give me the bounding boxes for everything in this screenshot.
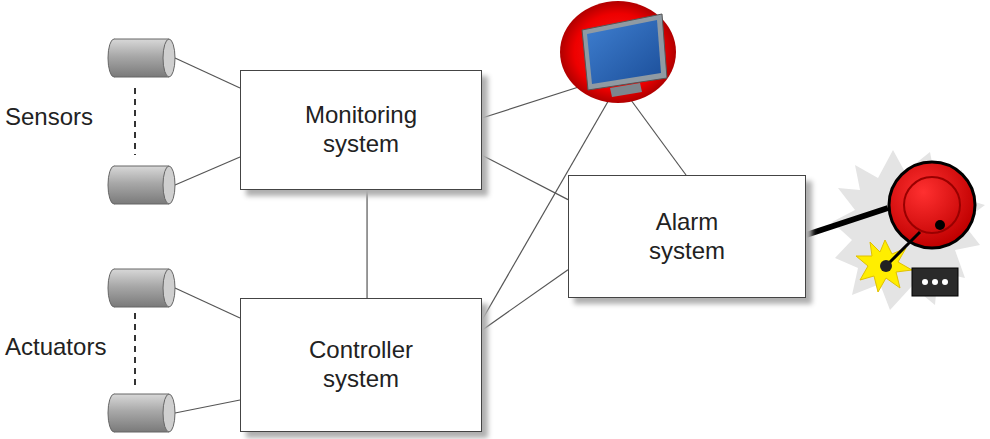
bell-dome xyxy=(889,162,975,248)
connector-line xyxy=(482,155,568,199)
monitor-frame xyxy=(582,14,667,90)
actuator-wire xyxy=(175,400,240,413)
striker-rod xyxy=(886,232,920,266)
sensor-cylinder xyxy=(108,166,175,204)
monitor-icon xyxy=(560,1,676,103)
actuator-cylinder xyxy=(108,394,175,432)
ellipsis-dash xyxy=(134,88,136,155)
box-label: Alarm system xyxy=(620,208,755,266)
bell-connector xyxy=(806,208,888,235)
alarm-bell-icon xyxy=(806,150,985,310)
actuator-cylinder xyxy=(108,269,175,307)
box-label: Monitoring system xyxy=(294,101,429,159)
bell-screw xyxy=(942,279,948,285)
system-box: Monitoring system xyxy=(240,70,482,190)
box-label: Controller system xyxy=(294,336,429,394)
ellipsis-dash xyxy=(134,313,136,385)
group-label: Actuators xyxy=(5,333,106,362)
group-label: Sensors xyxy=(5,103,93,132)
bell-center xyxy=(935,220,945,230)
connector-line xyxy=(482,270,568,330)
bell-base xyxy=(912,268,958,296)
bell-screw xyxy=(922,279,928,285)
sensor-wire xyxy=(175,157,240,185)
striker-head xyxy=(880,260,892,272)
bell-burst xyxy=(832,150,985,310)
system-box: Alarm system xyxy=(568,175,806,298)
sensor-cylinder xyxy=(108,39,175,77)
device-wires xyxy=(175,58,240,413)
bell-ring xyxy=(904,177,960,233)
sensor-wire xyxy=(175,58,240,88)
display-wire xyxy=(628,96,686,175)
monitor-screen xyxy=(587,20,661,84)
display-wire xyxy=(482,84,588,118)
system-box: Controller system xyxy=(240,298,482,432)
monitor-stand xyxy=(610,83,642,97)
actuator-wire xyxy=(175,288,240,318)
bell-screw xyxy=(932,279,938,285)
monitor-glow xyxy=(560,1,676,103)
connector-line xyxy=(366,190,367,298)
